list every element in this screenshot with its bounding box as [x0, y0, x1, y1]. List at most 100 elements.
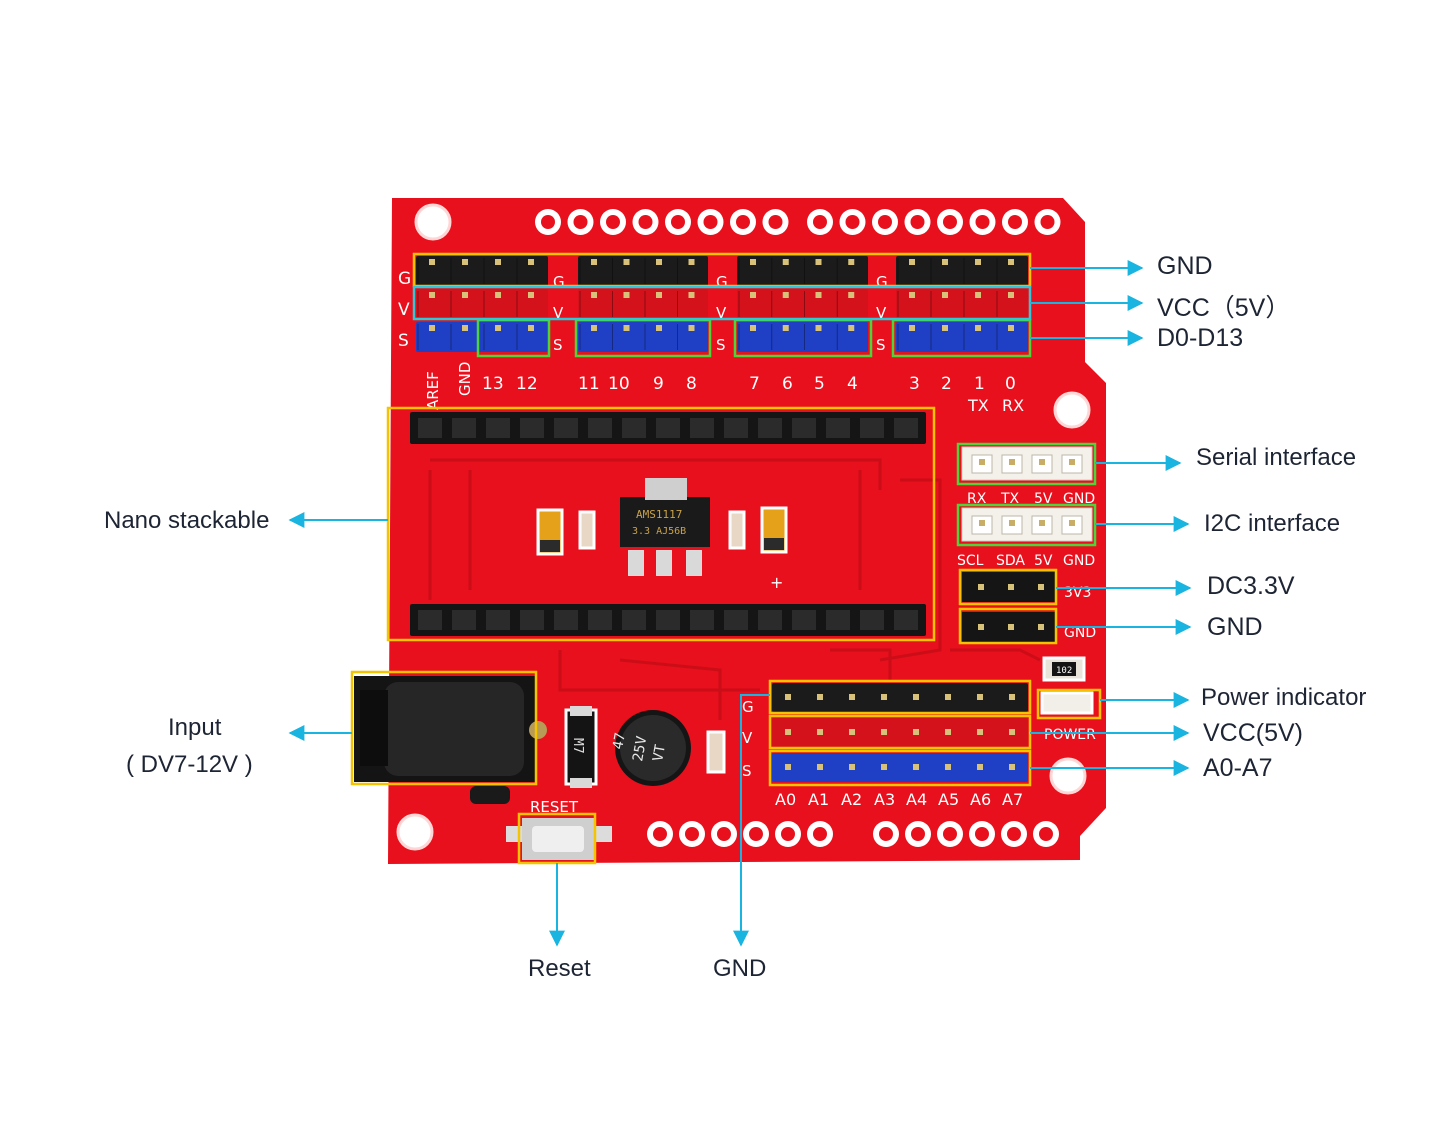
nano-pin: [724, 610, 748, 630]
analog-pin: [849, 694, 855, 700]
silk-pin-numbers: AREF GND 13 12 11 10 9 8 7 6 5 4 3 2 1 0…: [424, 362, 1024, 415]
header-pin: [848, 259, 855, 265]
analog-pin: [881, 764, 887, 770]
header-pin: [623, 259, 630, 265]
nano-pin: [622, 610, 646, 630]
silk-a3: A3: [874, 790, 895, 809]
digital-header-block: [416, 256, 1028, 352]
header-pin: [688, 292, 695, 298]
regulator-text-2: 3.3 AJ56B: [632, 526, 686, 537]
silk-a1: A1: [808, 790, 829, 809]
header-row: [896, 289, 1028, 319]
analog-pin: [945, 764, 951, 770]
silk-reset: RESET: [530, 798, 579, 816]
analog-pin: [785, 764, 791, 770]
header-pin: [1008, 259, 1014, 265]
nano-pin: [520, 610, 544, 630]
label-digital: D0-D13: [1157, 324, 1244, 352]
nano-pin: [826, 610, 850, 630]
header-pin: [815, 259, 822, 265]
regulator-text-1: AMS1117: [636, 508, 682, 521]
silk-row-g: G: [398, 269, 411, 289]
nano-pin: [860, 418, 884, 438]
nano-pin: [860, 610, 884, 630]
label-vcc-bottom: VCC(5V): [1203, 719, 1304, 747]
top-edge-pads: [535, 209, 1061, 235]
silk-row-v: V: [398, 300, 410, 320]
silk-a4: A4: [906, 790, 927, 809]
header-pin: [909, 292, 915, 298]
header-pin: [975, 325, 981, 331]
header-row: [737, 256, 868, 286]
nano-pin: [826, 418, 850, 438]
header-pin: [782, 325, 789, 331]
silk-g-analog: G: [742, 698, 754, 716]
analog-pin: [817, 694, 823, 700]
silk-pin-7: 7: [749, 374, 760, 394]
silk-pin-9: 9: [653, 374, 664, 394]
silk-pin-11: 11: [578, 374, 600, 394]
silk-v-analog: V: [742, 729, 753, 747]
label-dc33: DC3.3V: [1207, 572, 1295, 600]
silk-pin-5: 5: [814, 374, 825, 394]
analog-pin: [1009, 764, 1015, 770]
analog-header-row: [772, 683, 1028, 712]
silk-i2c-5v: 5V: [1034, 553, 1053, 569]
silk-a6: A6: [970, 790, 991, 809]
power-pin: [1008, 584, 1014, 590]
header-pin: [528, 325, 534, 331]
cap-line3: VT: [650, 743, 669, 763]
analog-pin: [785, 729, 791, 735]
header-pin: [909, 325, 915, 331]
silk-pin-1: 1: [974, 374, 985, 394]
nano-pin: [758, 418, 782, 438]
header-pin: [429, 325, 435, 331]
label-input: Input: [168, 714, 222, 741]
header-pin: [591, 325, 597, 331]
analog-pin: [785, 694, 791, 700]
header-row: [416, 289, 548, 319]
header-row: [416, 322, 548, 352]
cap-line2: 25V: [630, 734, 650, 762]
silk-serial-5v: 5V: [1034, 491, 1053, 507]
nano-pin: [554, 610, 578, 630]
silk-pin-aref: AREF: [424, 371, 442, 410]
silk-v-4: V: [876, 304, 887, 322]
analog-pin: [913, 694, 919, 700]
nano-pin: [452, 610, 476, 630]
silk-rx: RX: [1002, 396, 1024, 415]
nano-pin: [758, 610, 782, 630]
header-pin: [750, 325, 756, 331]
silk-v-3: V: [716, 304, 727, 322]
silk-power: POWER: [1044, 727, 1096, 743]
power-led: [1040, 691, 1094, 715]
serial-connector: [961, 446, 1093, 481]
nano-pin: [588, 610, 612, 630]
silk-v-2: V: [553, 304, 564, 322]
nano-pin: [554, 418, 578, 438]
silk-serial-gnd: GND: [1063, 491, 1095, 507]
silk-s-4: S: [876, 336, 886, 354]
nano-pin: [486, 418, 510, 438]
header-pin: [495, 292, 501, 298]
silk-pin-10: 10: [608, 374, 630, 394]
header-pin: [909, 259, 915, 265]
header-pin: [815, 292, 822, 298]
header-pin: [495, 259, 501, 265]
header-pin: [495, 325, 501, 331]
analog-pin: [977, 764, 983, 770]
power-pin: [1038, 584, 1044, 590]
silk-pin-gnd: GND: [456, 362, 474, 396]
header-pin: [656, 259, 662, 265]
label-vcc-top: VCC（5V）: [1157, 294, 1291, 322]
label-input-voltage: ( DV7-12V ): [126, 751, 253, 778]
header-pin: [782, 292, 789, 298]
analog-pin: [977, 729, 983, 735]
nano-pin: [486, 610, 510, 630]
analog-header-row: [772, 718, 1028, 747]
i2c-connector: [961, 507, 1093, 542]
nano-pin: [588, 418, 612, 438]
cap-line1: 47: [610, 731, 629, 750]
bottom-edge-pads: [647, 821, 1059, 847]
